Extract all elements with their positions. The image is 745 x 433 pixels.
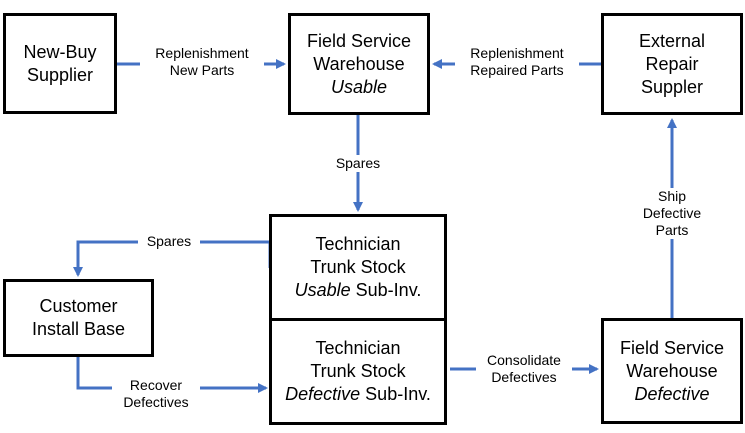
label-recover-defectives: Recover Defectives <box>112 377 200 411</box>
external-repair-line2: Repair <box>645 53 699 74</box>
trunk-defective-line3-rest: Sub-Inv. <box>360 384 431 404</box>
label-replenish-new-line1: Replenishment <box>155 45 249 61</box>
new-buy-supplier-line2: Supplier <box>26 64 94 85</box>
label-spares-down-text: Spares <box>335 155 381 171</box>
fsw-defective-line3: Defective <box>634 383 710 404</box>
label-consolidate-defectives: Consolidate Defectives <box>476 352 572 386</box>
technician-trunk-stock-usable-box: Technician Trunk Stock Usable Sub-Inv. <box>269 214 447 321</box>
trunk-usable-line3: Usable Sub-Inv. <box>295 279 422 302</box>
new-buy-supplier-line1: New-Buy <box>23 41 97 62</box>
label-spares-down: Spares <box>328 155 388 172</box>
label-ship-line2: Defective <box>642 205 702 221</box>
fsw-usable-line1: Field Service <box>306 30 412 51</box>
field-service-warehouse-defective-box: Field Service Warehouse Defective <box>601 318 743 424</box>
fsw-defective-line1: Field Service <box>619 337 725 358</box>
field-service-warehouse-usable-box: Field Service Warehouse Usable <box>288 13 430 115</box>
new-buy-supplier-box: New-Buy Supplier <box>3 13 117 114</box>
arrow-recover-defectives <box>76 357 268 393</box>
label-replenish-repaired-line2: Repaired Parts <box>470 62 564 78</box>
trunk-usable-line1: Technician <box>315 234 401 254</box>
fsw-defective-line2: Warehouse <box>626 360 718 381</box>
label-recover-line1: Recover <box>129 377 183 393</box>
label-ship-defective-parts: Ship Defective Parts <box>636 188 708 239</box>
label-ship-line1: Ship <box>657 188 687 204</box>
trunk-usable-line2: Trunk Stock <box>310 257 406 277</box>
label-replenishment-new-parts: Replenishment New Parts <box>140 45 264 79</box>
label-replenish-new-line2: New Parts <box>169 62 235 78</box>
label-spares-left-text: Spares <box>146 233 192 249</box>
trunk-usable-line3-italic: Usable <box>294 280 351 300</box>
label-replenishment-repaired-parts: Replenishment Repaired Parts <box>455 45 579 79</box>
trunk-defective-line1: Technician <box>315 338 401 358</box>
trunk-defective-line2: Trunk Stock <box>310 361 406 381</box>
external-repair-line1: External <box>638 30 706 51</box>
customer-install-base-box: Customer Install Base <box>3 279 154 357</box>
external-repair-supplier-box: External Repair Suppler <box>601 13 743 115</box>
trunk-defective-line3-italic: Defective <box>285 384 361 404</box>
customer-line1: Customer <box>39 296 118 316</box>
customer-line2: Install Base <box>31 319 126 339</box>
external-repair-line3: Suppler <box>640 76 704 97</box>
label-replenish-repaired-line1: Replenishment <box>470 45 564 61</box>
label-recover-line2: Defectives <box>123 394 189 410</box>
fsw-usable-line2: Warehouse <box>313 53 405 74</box>
label-consolidate-line2: Defectives <box>491 369 557 385</box>
label-ship-line3: Parts <box>655 222 689 238</box>
label-spares-left: Spares <box>138 233 200 250</box>
label-consolidate-line1: Consolidate <box>487 352 561 368</box>
technician-trunk-stock-defective-box: Technician Trunk Stock Defective Sub-Inv… <box>269 318 447 425</box>
trunk-usable-line3-rest: Sub-Inv. <box>350 280 422 300</box>
fsw-usable-line3: Usable <box>330 76 388 97</box>
trunk-defective-line3: Defective Sub-Inv. <box>285 383 431 406</box>
